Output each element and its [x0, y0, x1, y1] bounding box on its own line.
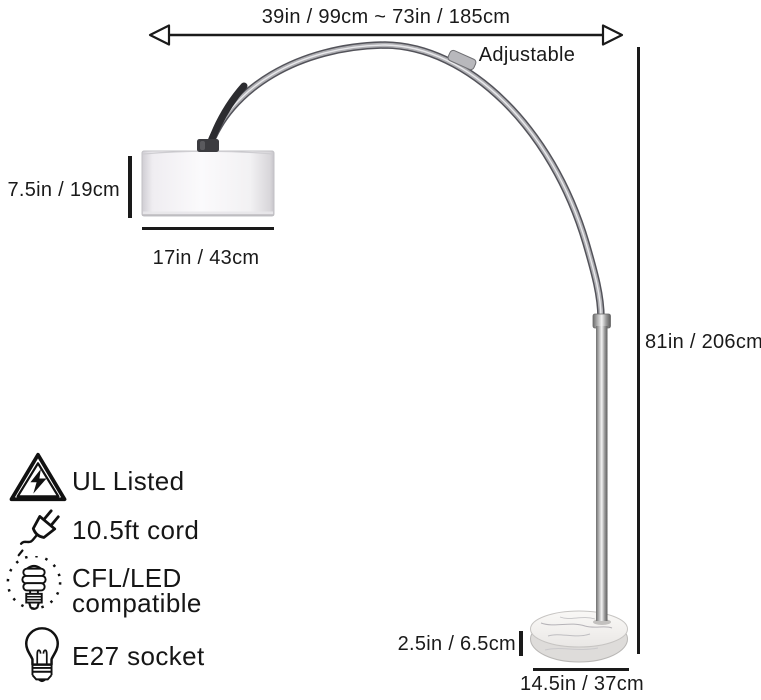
- arrowhead-left: [148, 24, 171, 46]
- base-height-label: 2.5in / 6.5cm: [397, 633, 516, 655]
- light-bulb-icon: [25, 627, 59, 683]
- feature-ul-listed-label: UL Listed: [72, 466, 185, 496]
- feature-cfl-led-line2: compatible: [72, 588, 202, 618]
- cfl-bulb-icon: [6, 556, 62, 610]
- feature-cfl-led-line1: CFL/LED: [72, 563, 182, 593]
- shade-width-label: 17in / 43cm: [152, 247, 260, 269]
- base-height-dimension-line: [519, 631, 523, 656]
- feature-socket-label: E27 socket: [72, 641, 205, 671]
- base-width-label: 14.5in / 37cm: [520, 673, 644, 695]
- feature-cfl-led-label: CFL/LED compatible: [72, 563, 202, 618]
- shade-height-label: 7.5in / 19cm: [7, 179, 120, 201]
- lamp-height-label: 81in / 206cm: [645, 331, 761, 353]
- adjustable-label: Adjustable: [478, 44, 576, 66]
- feature-cord-label: 10.5ft cord: [72, 515, 200, 545]
- power-plug-icon: [17, 509, 60, 557]
- pole: [592, 313, 611, 622]
- shade-height-dimension-line: [128, 156, 132, 218]
- arrowhead-right: [601, 24, 624, 46]
- lamp-height-dimension-line: [637, 47, 640, 654]
- marble-base: [530, 570, 628, 663]
- arc-adjustable-joint: [447, 49, 477, 71]
- arc-width-label: 39in / 99cm ~ 73in / 185cm: [261, 6, 511, 28]
- base-width-dimension-line: [533, 668, 629, 671]
- lamp-shade: [141, 139, 275, 217]
- arc-width-dimension-arrow: [148, 24, 624, 46]
- ul-warning-triangle-icon: [9, 452, 67, 502]
- shade-width-dimension-line: [142, 227, 274, 230]
